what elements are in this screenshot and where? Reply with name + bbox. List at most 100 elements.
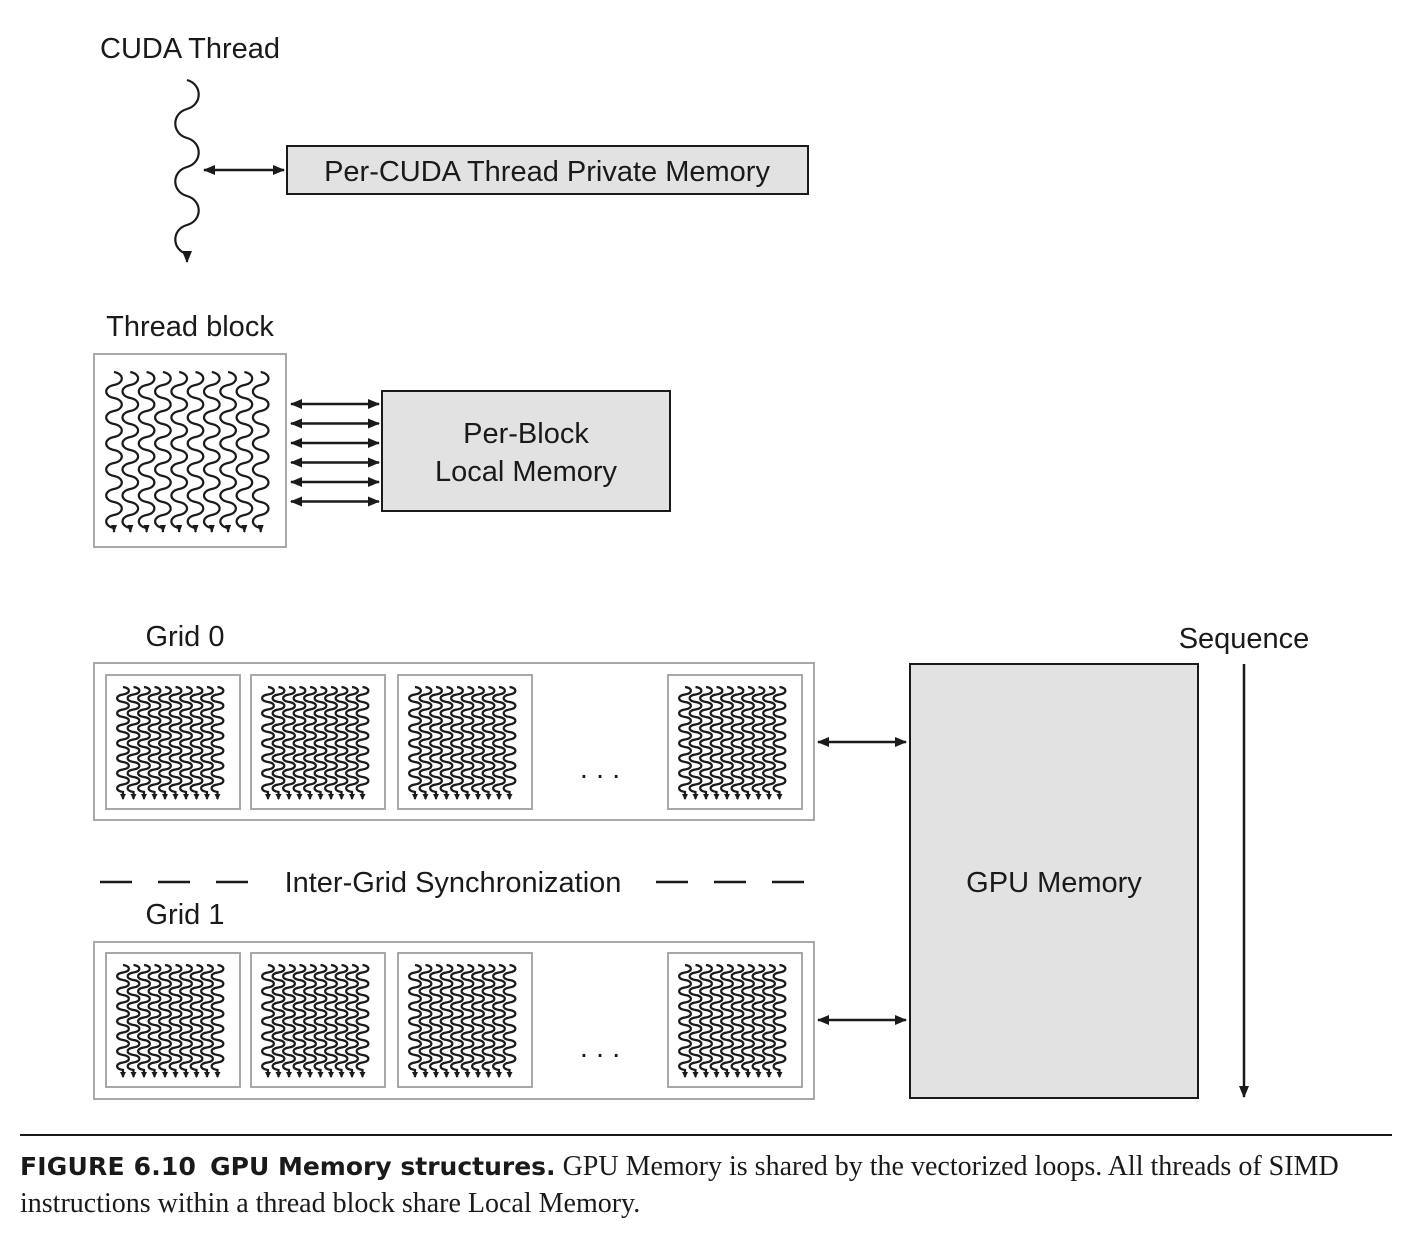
thread-wave	[200, 685, 214, 801]
thread-wave	[303, 963, 317, 1079]
thread-wave	[334, 963, 349, 1079]
thread-wave	[147, 685, 162, 801]
thread-wave	[121, 370, 140, 534]
thread-wave	[699, 963, 713, 1079]
thread-wave	[709, 963, 724, 1079]
thread-wave	[730, 685, 745, 801]
thread-wave	[334, 685, 349, 801]
figure-caption: FIGURE 6.10 GPU Memory structures. GPU Me…	[20, 1148, 1400, 1222]
thread-wave	[481, 685, 496, 801]
thread-wave	[116, 963, 130, 1079]
thread-wave	[137, 685, 151, 801]
figure-number: FIGURE 6.10	[20, 1152, 197, 1181]
grid0-ellipsis: . . .	[580, 753, 620, 785]
thread-wave	[678, 685, 692, 801]
thread-block-label: Thread block	[106, 311, 274, 343]
grid0-blocks	[105, 674, 803, 810]
thread-wave	[235, 370, 254, 534]
thread-wave	[170, 370, 189, 534]
thread-wave	[688, 685, 703, 801]
caption-text: GPU Memory is shared by the vectorized l…	[20, 1151, 1339, 1219]
figure-title: GPU Memory structures.	[210, 1152, 556, 1181]
thread-wave	[137, 370, 156, 534]
thread-wave	[355, 685, 370, 801]
grid1-ellipsis: . . .	[580, 1032, 620, 1064]
thread-wave	[450, 963, 464, 1079]
thread-wave	[126, 685, 141, 801]
thread-wave	[345, 963, 359, 1079]
thread-wave	[271, 963, 286, 1079]
thread-wave	[460, 685, 475, 801]
grid1-blocks	[105, 952, 803, 1088]
thread-wave	[481, 963, 496, 1079]
thread-wave	[292, 963, 307, 1079]
thread-wave	[408, 685, 422, 801]
thread-wave	[186, 370, 205, 534]
thread-wave	[219, 370, 237, 534]
local-memory-label-line2: Local Memory	[435, 456, 618, 488]
thread-wave	[678, 963, 692, 1079]
thread-wave	[116, 685, 130, 801]
local-memory-arrows	[290, 399, 380, 507]
thread-wave	[292, 685, 307, 801]
grid1-label: Grid 1	[146, 899, 225, 931]
thread-wave	[324, 963, 338, 1079]
cuda-thread-icon	[174, 78, 200, 264]
cuda-thread-label: CUDA Thread	[100, 33, 280, 65]
thread-wave	[158, 685, 172, 801]
thread-wave	[418, 685, 433, 801]
thread-wave	[418, 963, 433, 1079]
thread-wave	[303, 685, 317, 801]
thread-wave	[261, 963, 275, 1079]
thread-wave	[154, 370, 172, 534]
thread-wave	[439, 685, 454, 801]
thread-wave	[741, 963, 755, 1079]
thread-wave	[429, 685, 443, 801]
thread-wave	[179, 963, 193, 1079]
thread-wave	[762, 685, 776, 801]
local-memory-label-line1: Per-Block	[463, 418, 589, 450]
private-memory-label: Per-CUDA Thread Private Memory	[324, 156, 770, 188]
thread-wave	[137, 963, 151, 1079]
thread-wave	[492, 963, 506, 1079]
thread-wave	[751, 963, 766, 1079]
thread-wave	[772, 685, 787, 801]
thread-wave	[471, 685, 485, 801]
thread-wave	[730, 963, 745, 1079]
thread-wave	[741, 685, 755, 801]
thread-wave	[709, 685, 724, 801]
thread-wave	[720, 963, 734, 1079]
thread-wave	[502, 963, 517, 1079]
gpu-memory-box	[909, 663, 1199, 1099]
thread-wave	[168, 685, 183, 801]
thread-wave	[210, 685, 225, 801]
thread-wave	[168, 963, 183, 1079]
thread-wave	[439, 963, 454, 1079]
thread-wave	[282, 685, 296, 801]
thread-wave	[408, 963, 422, 1079]
thread-wave	[492, 685, 506, 801]
thread-wave	[189, 963, 204, 1079]
thread-wave	[147, 963, 162, 1079]
thread-wave	[355, 963, 370, 1079]
thread-wave	[699, 685, 713, 801]
thread-wave	[429, 963, 443, 1079]
gpu-memory-label: GPU Memory	[966, 867, 1142, 899]
thread-wave	[502, 685, 517, 801]
thread-wave	[179, 685, 193, 801]
thread-wave	[762, 963, 776, 1079]
thread-wave	[471, 963, 485, 1079]
thread-wave	[261, 685, 275, 801]
thread-wave	[772, 963, 787, 1079]
thread-wave	[313, 685, 328, 801]
thread-wave	[105, 370, 123, 534]
thread-wave	[345, 685, 359, 801]
thread-wave	[460, 963, 475, 1079]
thread-block-threads	[105, 370, 270, 534]
thread-wave	[282, 963, 296, 1079]
sequence-label: Sequence	[1179, 623, 1310, 655]
sync-label: Inter-Grid Synchronization	[285, 867, 622, 899]
thread-wave	[189, 685, 204, 801]
thread-wave	[688, 963, 703, 1079]
